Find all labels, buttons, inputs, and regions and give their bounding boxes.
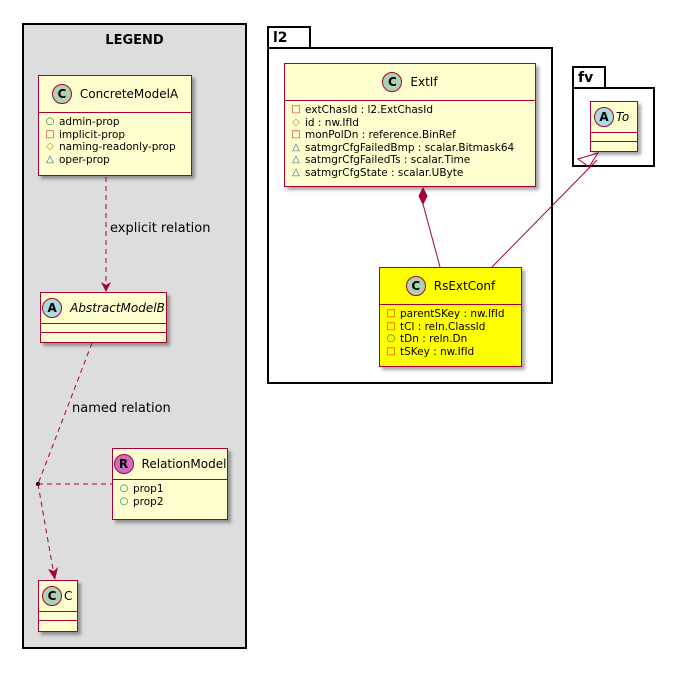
- attribute-list: □ parentSKey : nw.IfId □ tCl : reln.ClassI…: [380, 305, 521, 362]
- package-visibility-icon: △: [292, 166, 300, 178]
- package-tab-fv: fv: [572, 66, 606, 88]
- public-visibility-icon: ○: [119, 495, 129, 507]
- attribute-text: implicit-prop: [59, 128, 126, 141]
- class-name: ConcreteModelA: [79, 87, 179, 101]
- attribute-row: △ satmgrCfgFailedTs : scalar.Time: [291, 154, 529, 167]
- named-relation-line: [37, 342, 93, 485]
- private-visibility-icon: □: [386, 345, 396, 357]
- class-name: ExtIf: [410, 75, 438, 89]
- class-c[interactable]: C C: [38, 580, 78, 632]
- named-relation-line: [37, 483, 55, 576]
- class-to[interactable]: A To: [590, 101, 638, 152]
- relation-stereotype-icon: R: [113, 454, 134, 474]
- public-visibility-icon: ○: [386, 333, 396, 344]
- class-stereotype-icon: C: [42, 586, 62, 606]
- private-visibility-icon: □: [291, 104, 301, 115]
- attribute-text: satmgrCfgState : scalar.UByte: [305, 166, 464, 179]
- package-visibility-icon: △: [46, 153, 54, 165]
- attribute-row: ○ prop2: [119, 496, 221, 509]
- attribute-text: prop2: [133, 495, 164, 508]
- class-header: C C: [39, 581, 77, 612]
- class-name: C: [64, 589, 73, 603]
- attribute-row: □ parentSKey : nw.IfId: [386, 308, 515, 321]
- attribute-list: □extChasId : l2.ExtChasId ◇id : nw.IfId …: [285, 101, 535, 183]
- abstract-stereotype-icon: A: [42, 298, 63, 318]
- private-visibility-icon: □: [45, 128, 55, 140]
- attribute-row: △ satmgrCfgFailedBmp : scalar.Bitmask64: [291, 142, 529, 155]
- package-visibility-icon: △: [292, 141, 300, 153]
- attribute-text: prop1: [133, 483, 164, 495]
- class-header: A To: [591, 102, 637, 133]
- generalization-line: [491, 159, 598, 268]
- class-concrete-model-a[interactable]: C ConcreteModelA ○ admin-prop □ implicit-p…: [38, 75, 192, 176]
- attribute-row: □ extChasId : l2.ExtChasId: [291, 104, 529, 117]
- attribute-row: △ satmgrCfgState : scalar.UByte: [291, 167, 529, 180]
- empty-section: [39, 612, 77, 621]
- public-visibility-icon: ○: [45, 116, 55, 127]
- private-visibility-icon: □: [291, 129, 301, 140]
- protected-visibility-icon: ◇: [46, 141, 54, 152]
- explicit-relation-label: explicit relation: [110, 221, 211, 236]
- attribute-text: tCl : reln.ClassId: [400, 320, 486, 333]
- class-extif[interactable]: C ExtIf □ extChasId : l2.ExtChasId ◇ id : …: [284, 63, 536, 187]
- attribute-text: tSKey : nw.IfId: [400, 345, 475, 358]
- arrow-head: [101, 282, 111, 292]
- attribute-text: monPolDn : reference.BinRef: [305, 129, 456, 141]
- class-header: C ConcreteModelA: [39, 76, 191, 113]
- class-stereotype-icon: C: [382, 72, 403, 92]
- package-name: l2: [273, 30, 288, 46]
- attribute-text: satmgrCfgFailedBmp : scalar.Bitmask64: [305, 141, 515, 154]
- attribute-row: □ tSKey : nw.IfId: [386, 346, 515, 359]
- attribute-row: □ monPolDn : reference.BinRef: [291, 129, 529, 142]
- legend-title: LEGEND: [105, 33, 164, 48]
- private-visibility-icon: □: [386, 320, 396, 332]
- attribute-list: ○ prop1 ○ prop2: [113, 480, 227, 512]
- attribute-row: ○ admin-prop: [45, 116, 185, 129]
- attribute-row: ◇ naming-readonly-prop: [45, 141, 185, 154]
- arrow-head: [48, 567, 58, 580]
- attribute-list: ○ admin-prop □ implicit-prop ◇ naming-reado…: [39, 113, 191, 170]
- class-header: C ExtIf: [285, 64, 535, 101]
- empty-section: [41, 324, 166, 333]
- class-header: C RsExtConf: [380, 268, 521, 305]
- attribute-row: □ tCl : reln.ClassId: [386, 321, 515, 334]
- public-visibility-icon: ○: [119, 483, 129, 494]
- attribute-text: parentSKey : nw.IfId: [400, 308, 505, 320]
- attribute-row: ◇ id : nw.IfId: [291, 117, 529, 130]
- attribute-text: naming-readonly-prop: [59, 141, 176, 153]
- attribute-row: ○ prop1: [119, 483, 221, 496]
- package-tab-l2: l2: [267, 26, 311, 48]
- class-name: RelationModel: [141, 457, 227, 471]
- attribute-row: ○ tDn : reln.Dn: [386, 333, 515, 346]
- class-stereotype-icon: C: [405, 276, 426, 296]
- empty-section: [591, 133, 637, 142]
- attribute-text: tDn : reln.Dn: [400, 333, 468, 345]
- package-visibility-icon: △: [292, 154, 300, 165]
- generalization-arrow: [576, 152, 600, 168]
- class-header: A AbstractModelB: [41, 293, 166, 324]
- class-name: RsExtConf: [433, 279, 496, 293]
- class-relation-model[interactable]: R RelationModel ○ prop1 ○ prop2: [112, 448, 228, 520]
- attribute-row: △ oper-prop: [45, 154, 185, 167]
- class-abstract-model-b[interactable]: A AbstractModelB: [40, 292, 167, 343]
- attribute-row: □ implicit-prop: [45, 129, 185, 142]
- abstract-stereotype-icon: A: [594, 107, 614, 127]
- named-relation-label: named relation: [72, 401, 171, 416]
- class-stereotype-icon: C: [51, 84, 72, 104]
- attribute-text: oper-prop: [59, 153, 110, 166]
- package-name: fv: [578, 70, 594, 86]
- protected-visibility-icon: ◇: [292, 116, 300, 128]
- composition-diamond: [418, 186, 428, 206]
- attribute-text: admin-prop: [59, 116, 120, 128]
- class-rsextconf[interactable]: C RsExtConf □ parentSKey : nw.IfId □ tCl :…: [379, 267, 522, 367]
- attribute-text: id : nw.IfId: [305, 116, 359, 129]
- private-visibility-icon: □: [386, 308, 396, 319]
- class-header: R RelationModel: [113, 449, 227, 480]
- attribute-text: satmgrCfgFailedTs : scalar.Time: [305, 154, 471, 166]
- attribute-text: extChasId : l2.ExtChasId: [305, 104, 434, 116]
- class-name: AbstractModelB: [70, 301, 165, 315]
- composition-line: [422, 203, 441, 268]
- class-name: To: [616, 110, 630, 124]
